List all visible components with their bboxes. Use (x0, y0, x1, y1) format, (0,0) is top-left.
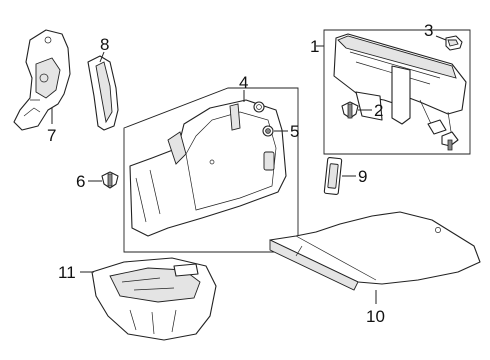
callout-3: 3 (424, 21, 433, 40)
callout-10: 10 (366, 307, 385, 326)
part-10-floor-panel (269, 211, 481, 291)
callout-11: 11 (58, 263, 76, 282)
callout-9: 9 (358, 167, 367, 186)
part-6-push-clip (101, 171, 119, 189)
callout-2: 2 (374, 101, 383, 120)
part-1-clip-lower (441, 131, 459, 151)
callout-7: 7 (47, 126, 56, 145)
part-11-storage-tray (91, 257, 217, 341)
part-4-grommet (253, 101, 265, 113)
callout-4: 4 (239, 73, 248, 92)
part-5-grommet (262, 125, 274, 137)
part-1-sill-panel (333, 33, 467, 139)
part-8-trim-strip (87, 55, 119, 131)
part-1-frame (323, 29, 471, 155)
part-4-frame (123, 87, 299, 253)
callout-1: 1 (310, 37, 319, 56)
leader-3 (435, 35, 447, 41)
leader-8 (99, 51, 105, 63)
part-2-clip (341, 101, 359, 119)
callout-6: 6 (76, 172, 85, 191)
part-7-bracket (13, 29, 71, 131)
callout-5: 5 (290, 122, 299, 141)
callout-8: 8 (100, 35, 109, 54)
part-3-clip (445, 35, 463, 51)
part-4-side-trim (129, 99, 287, 237)
part-9-bracket (323, 157, 343, 195)
